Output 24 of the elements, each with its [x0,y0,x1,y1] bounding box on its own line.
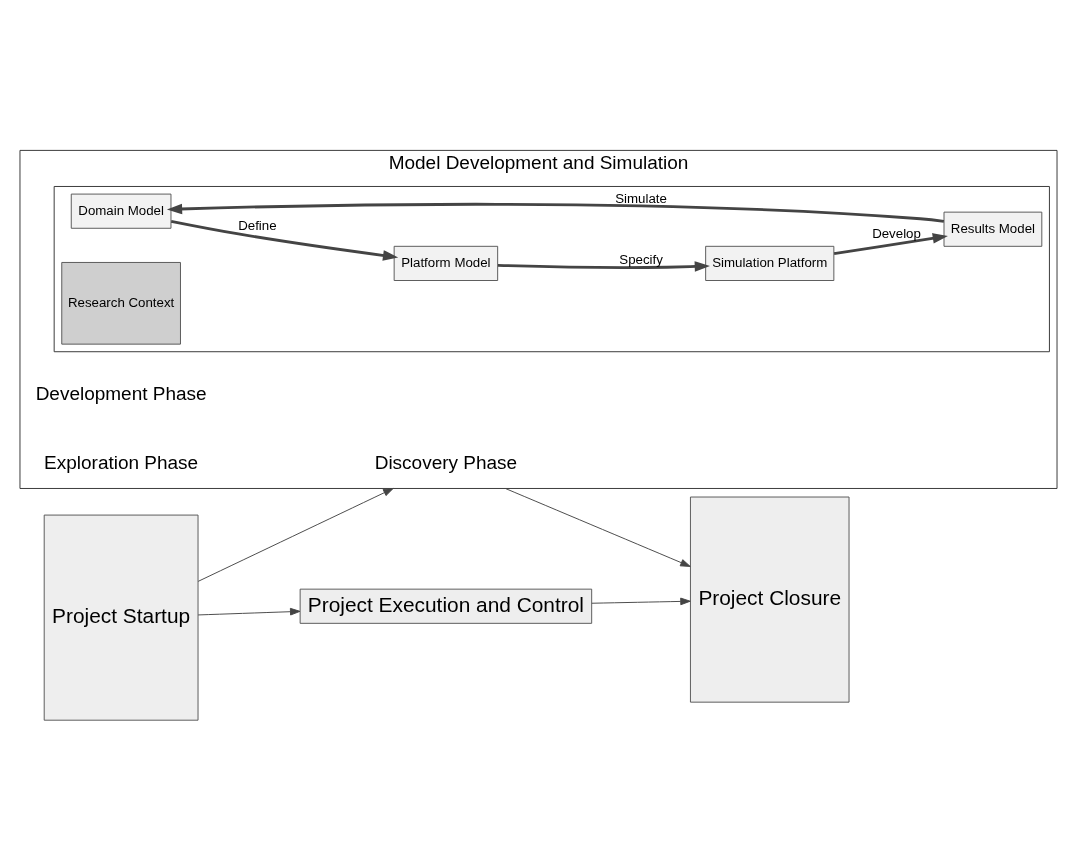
cluster [53,186,1050,353]
node-text: Exploration Phase [44,451,199,473]
node-text: Development Phase [35,383,207,405]
node-box: Simulation Platform [705,245,835,281]
node-box: Project Execution and Control [299,588,593,624]
arrow [170,220,399,261]
edge-label: Specify [619,251,663,267]
node-box: Research Context [61,262,181,345]
arrow [591,597,691,606]
edge-label: Define [238,218,277,234]
arrow [504,488,691,567]
edge-label: Develop [872,225,921,241]
edge-label: Simulate [615,190,667,206]
arrow [833,233,948,255]
node-box: Project Closure [689,496,850,703]
arrow [166,202,945,223]
arrow [497,261,710,272]
arrow [197,488,394,582]
arrow [197,607,301,616]
node-box: Project Startup [43,514,199,721]
node-box: Domain Model [70,193,172,229]
node-box: Results Model [943,211,1043,247]
node-box: Platform Model [393,245,499,281]
node-text: Discovery Phase [374,451,518,473]
